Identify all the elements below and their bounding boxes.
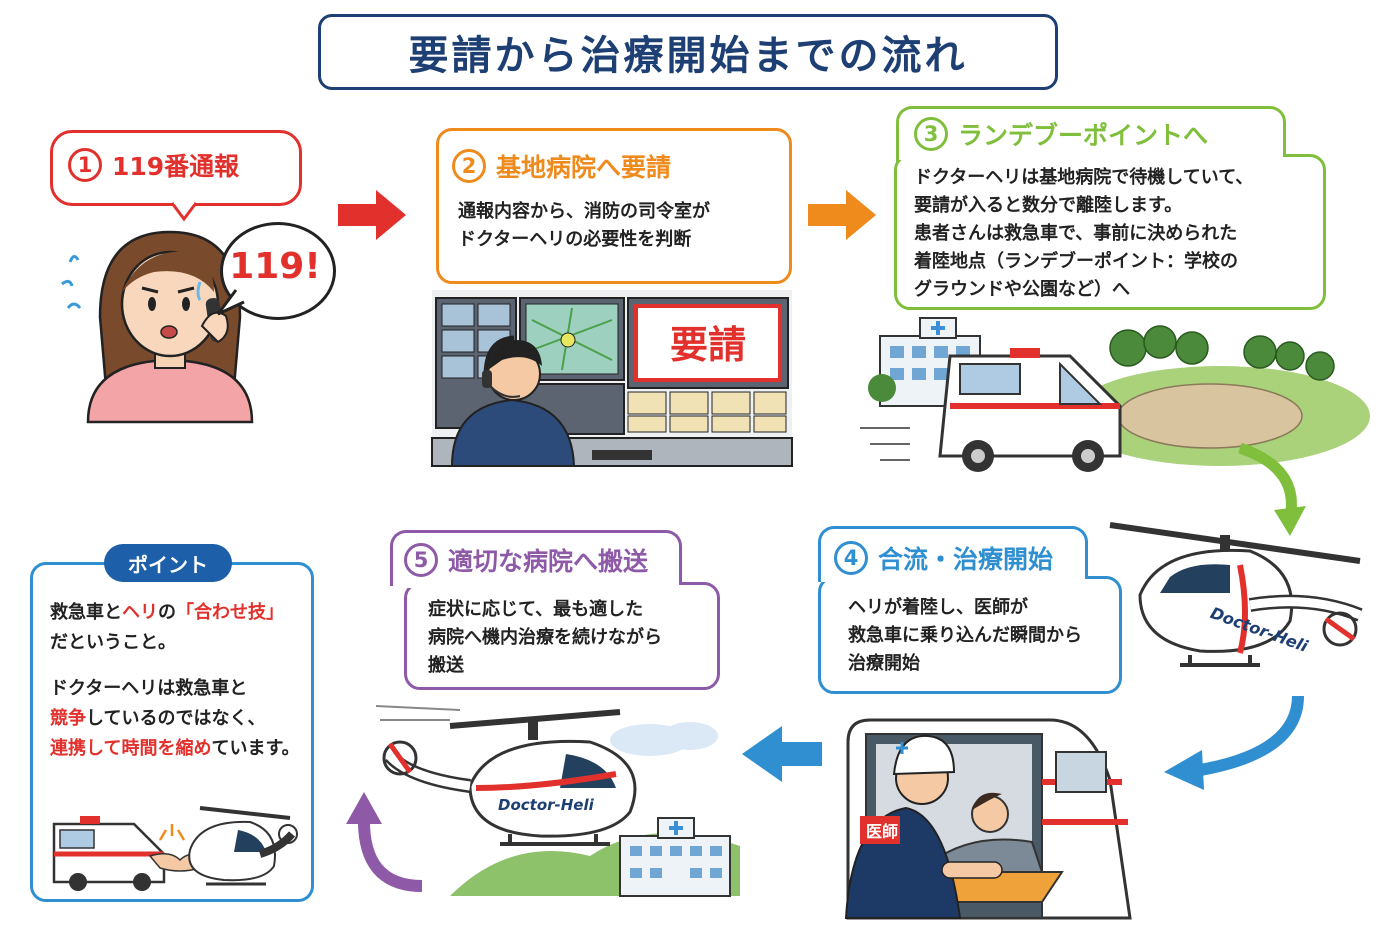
woman-calling-illustration xyxy=(61,230,254,424)
command-room-illustration xyxy=(431,290,793,467)
request-screen-text: 要請 xyxy=(669,323,746,367)
helicopter-logo-text-2: Doctor-Heli xyxy=(498,796,594,814)
point-line-3: ドクターヘリは救急車と xyxy=(50,678,248,699)
point-line-5: 連携して時間を縮めています。 xyxy=(50,734,300,764)
arrow-1-to-2 xyxy=(338,190,406,240)
step1-title: 119番通報 xyxy=(112,152,240,181)
arrow-5-curve xyxy=(346,792,423,892)
arrow-4-to-5 xyxy=(742,726,822,782)
point-line5-a: 連携して時間を縮め xyxy=(50,738,212,759)
step5-number: 5 xyxy=(404,543,438,577)
step5-title: 適切な病院へ搬送 xyxy=(448,547,649,576)
step5-tab-joint xyxy=(407,578,679,588)
call-bubble-text: 119! xyxy=(229,246,321,287)
step2-bubble xyxy=(436,128,792,284)
step3-header: 3 ランデブーポイントへ xyxy=(914,116,1208,152)
call-bubble xyxy=(220,222,336,320)
page-title: 要請から治療開始までの流れ xyxy=(318,14,1058,90)
step3-tab-joint xyxy=(899,150,1283,160)
point-line1-b: ヘリ xyxy=(122,602,158,623)
point-line-2: だということ。 xyxy=(50,632,176,653)
step2-number: 2 xyxy=(452,149,486,183)
step4-number: 4 xyxy=(834,541,868,575)
transport-illustration xyxy=(375,705,740,897)
cooperation-illustration xyxy=(52,806,298,891)
step2-title: 基地病院へ要請 xyxy=(496,153,672,182)
point-line1-d: 「合わせ技」 xyxy=(176,602,284,623)
point-line4-a: 競争 xyxy=(50,708,86,729)
point-line-1: 救急車とヘリの「合わせ技」 xyxy=(50,598,300,628)
step3-title: ランデブーポイントへ xyxy=(958,121,1209,150)
step2-body: 通報内容から、消防の司令室が ドクターヘリの必要性を判断 xyxy=(458,201,710,250)
step3-body: ドクターヘリは基地病院で待機していて、 要請が入ると数分で離陸します。 患者さん… xyxy=(914,167,1254,300)
point-line-4: 競争しているのではなく、 xyxy=(50,704,300,734)
point-label: ポイント xyxy=(104,544,232,582)
step4-header: 4 合流・治療開始 xyxy=(834,540,1053,576)
step1-header: 1 119番通報 xyxy=(68,147,239,183)
arrow-2-to-3 xyxy=(808,190,876,240)
step4-tab-joint xyxy=(821,572,1085,582)
step1-number: 1 xyxy=(68,148,102,182)
point-line1-c: の xyxy=(158,602,176,623)
step5-header: 5 適切な病院へ搬送 xyxy=(404,542,648,578)
doctor-badge: 医師 xyxy=(865,822,898,841)
point-line4-b: しているのではなく、 xyxy=(86,708,266,729)
arrow-3-to-4 xyxy=(1238,442,1306,536)
step1-bubble-tail xyxy=(170,199,198,222)
point-line1-a: 救急車と xyxy=(50,602,122,623)
arrow-4-curve xyxy=(1164,695,1304,790)
call-bubble-tail xyxy=(216,289,245,316)
helicopter-landing-illustration xyxy=(1109,522,1363,667)
step5-tab xyxy=(390,530,682,586)
point-text: 救急車とヘリの「合わせ技」 だということ。 ドクターヘリは救急車と 競争している… xyxy=(50,598,300,764)
step2-header: 2 基地病院へ要請 xyxy=(452,148,671,184)
step3-number: 3 xyxy=(914,117,948,151)
step4-title: 合流・治療開始 xyxy=(878,545,1054,574)
point-line5-b: ています。 xyxy=(211,738,300,759)
step5-body: 症状に応じて、最も適した 病院へ機内治療を続けながら 搬送 xyxy=(428,599,662,676)
step4-body: ヘリが着陸し、医師が 救急車に乗り込んだ瞬間から 治療開始 xyxy=(848,597,1082,674)
ambulance-treatment-illustration xyxy=(844,718,1132,920)
rendezvous-illustration xyxy=(860,317,1370,472)
